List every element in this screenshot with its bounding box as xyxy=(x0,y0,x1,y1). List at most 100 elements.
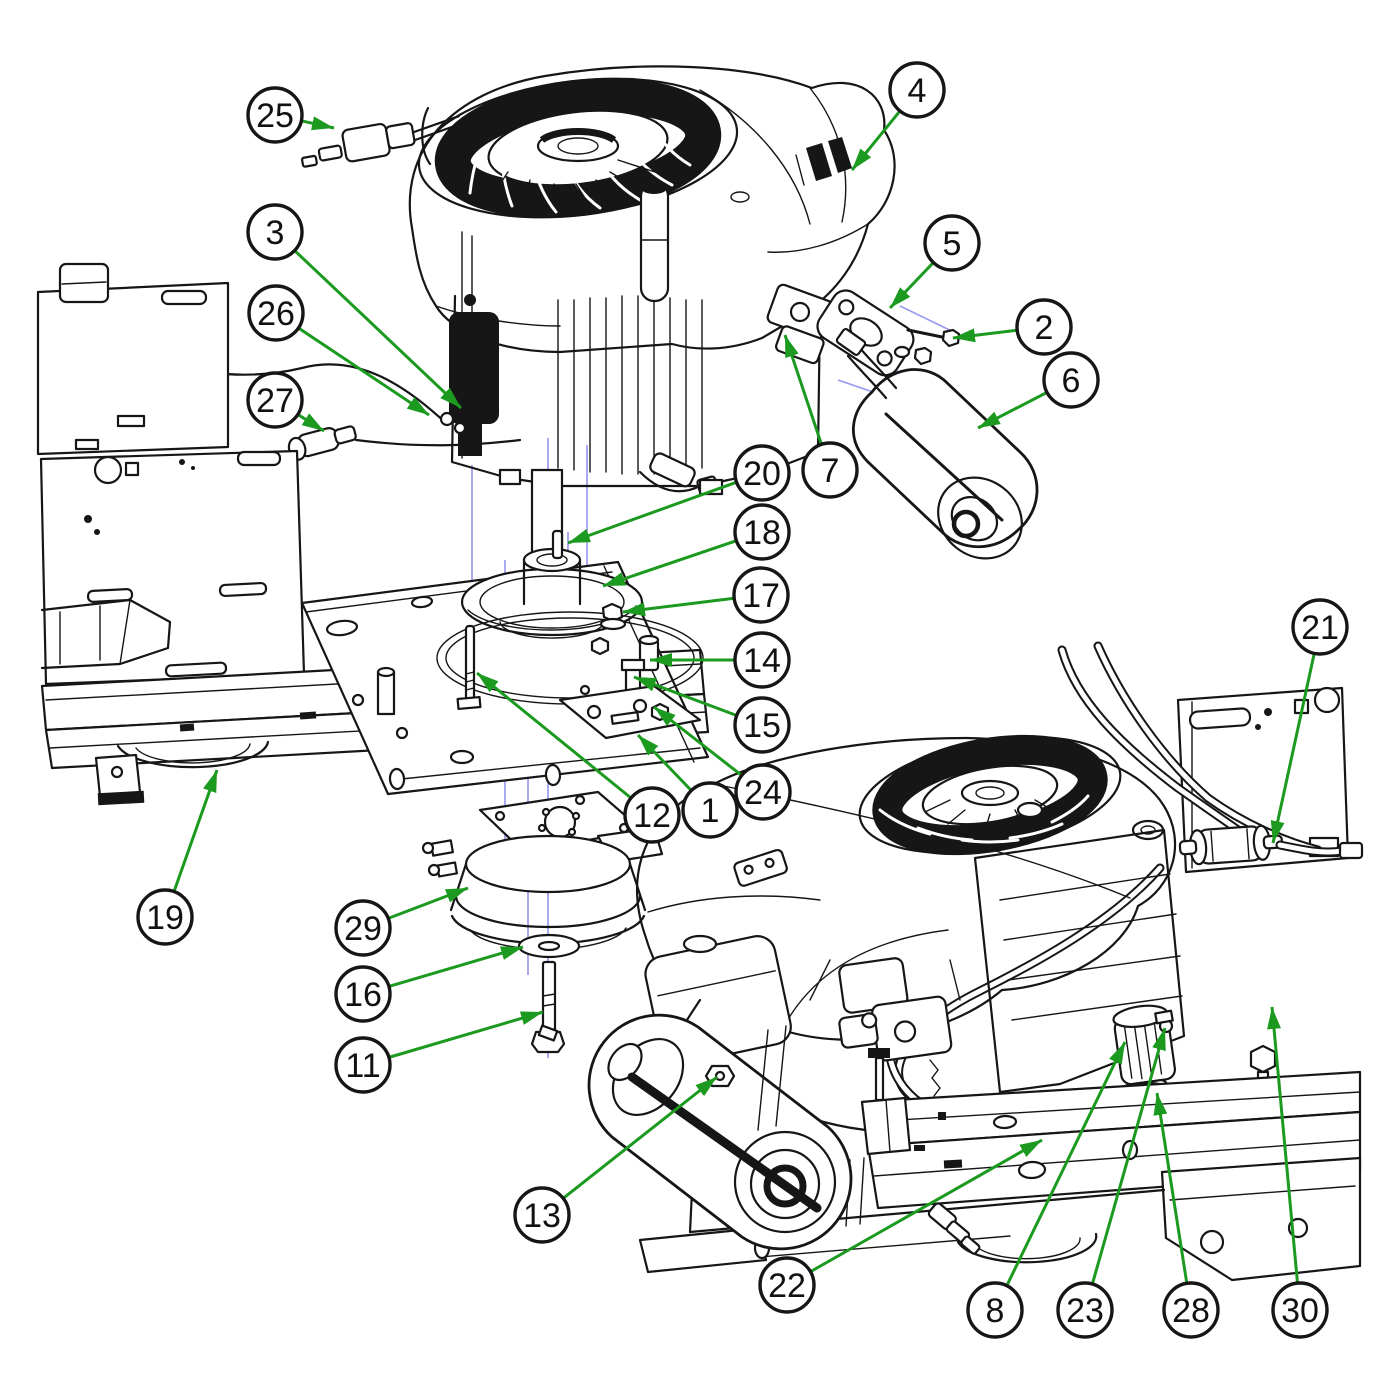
starter-motor xyxy=(449,312,499,424)
balloon-number-30: 30 xyxy=(1281,1292,1319,1330)
balloon-number-27: 27 xyxy=(256,382,294,420)
leader-line-8 xyxy=(1005,1041,1127,1287)
callout-balloon-24: 24 xyxy=(734,763,792,821)
balloon-number-12: 12 xyxy=(633,797,671,835)
balloon-circle-18 xyxy=(733,503,791,561)
balloon-circle-8 xyxy=(966,1281,1024,1339)
balloon-circle-14 xyxy=(733,631,791,689)
balloon-circle-5 xyxy=(923,214,981,272)
top-engine-view xyxy=(86,65,1039,566)
callout-balloon-19: 19 xyxy=(136,888,194,946)
fuel-solenoid xyxy=(300,115,462,168)
callout-balloon-5: 5 xyxy=(923,214,981,272)
balloon-number-15: 15 xyxy=(743,707,781,745)
callout-balloon-30: 30 xyxy=(1271,1281,1329,1339)
muffler-top xyxy=(835,328,1039,560)
balloon-number-13: 13 xyxy=(523,1197,561,1235)
balloon-number-5: 5 xyxy=(943,225,962,263)
balloon-circle-29 xyxy=(334,899,392,957)
balloon-number-14: 14 xyxy=(743,642,781,680)
spark-plug-cap xyxy=(287,425,357,461)
callout-balloon-21: 21 xyxy=(1291,598,1349,656)
oil-fill-tube xyxy=(639,181,670,303)
callout-balloon-23: 23 xyxy=(1056,1281,1114,1339)
balloon-circle-6 xyxy=(1042,351,1100,409)
callout-balloon-20: 20 xyxy=(733,444,791,502)
callout-balloon-29: 29 xyxy=(334,899,392,957)
balloon-circle-16 xyxy=(334,965,392,1023)
drain-valve xyxy=(927,1202,981,1255)
callout-balloon-15: 15 xyxy=(733,696,791,754)
callout-balloon-17: 17 xyxy=(732,566,790,624)
callout-balloon-3: 3 xyxy=(246,203,304,261)
balloon-circle-24 xyxy=(734,763,792,821)
leader-line-7 xyxy=(783,334,823,445)
callout-balloon-4: 4 xyxy=(888,61,946,119)
balloon-circle-26 xyxy=(247,284,305,342)
leader-line-3 xyxy=(293,249,463,410)
balloon-number-7: 7 xyxy=(821,452,840,490)
balloon-circle-11 xyxy=(334,1036,392,1094)
balloon-circle-30 xyxy=(1271,1281,1329,1339)
carburetor-lower xyxy=(838,957,953,1062)
callout-balloon-22: 22 xyxy=(758,1256,816,1314)
callout-balloon-7: 7 xyxy=(801,441,859,499)
leader-line-24 xyxy=(653,705,743,777)
installed-engine-view xyxy=(537,641,1364,1282)
balloon-circle-12 xyxy=(623,786,681,844)
balloon-circle-17 xyxy=(732,566,790,624)
callout-balloon-12: 12 xyxy=(623,786,681,844)
balloon-circle-22 xyxy=(758,1256,816,1314)
muffler-installed xyxy=(537,1013,853,1251)
leader-line-16 xyxy=(388,945,524,988)
leader-line-25 xyxy=(301,116,335,131)
balloon-number-11: 11 xyxy=(345,1047,380,1085)
balloon-circle-7 xyxy=(801,441,859,499)
callout-balloon-1: 1 xyxy=(681,781,739,839)
callout-balloon-28: 28 xyxy=(1162,1281,1220,1339)
balloon-circle-1 xyxy=(681,781,739,839)
balloon-circle-25 xyxy=(246,86,304,144)
balloon-number-4: 4 xyxy=(908,72,927,110)
carburetor xyxy=(766,283,961,377)
balloon-number-28: 28 xyxy=(1172,1292,1210,1330)
callout-balloon-25: 25 xyxy=(246,86,304,144)
balloon-number-22: 22 xyxy=(768,1267,806,1305)
balloon-number-19: 19 xyxy=(146,899,184,937)
leader-line-2 xyxy=(952,328,1018,343)
callout-balloon-27: 27 xyxy=(246,371,304,429)
leader-line-22 xyxy=(809,1138,1043,1273)
leader-line-19 xyxy=(172,769,219,893)
callout-balloon-2: 2 xyxy=(1015,298,1073,356)
deck-plate xyxy=(300,529,710,796)
shaft-key xyxy=(551,529,564,560)
leader-line-4 xyxy=(850,110,902,171)
leader-line-23 xyxy=(1090,1027,1167,1285)
balloon-circle-3 xyxy=(246,203,304,261)
callout-balloon-14: 14 xyxy=(733,631,791,689)
balloon-circle-15 xyxy=(733,696,791,754)
leader-line-15 xyxy=(633,675,738,717)
callout-balloon-26: 26 xyxy=(247,284,305,342)
leader-line-27 xyxy=(297,413,325,433)
balloon-number-26: 26 xyxy=(257,295,295,333)
leader-line-11 xyxy=(388,1010,544,1059)
balloon-circle-2 xyxy=(1015,298,1073,356)
balloon-number-21: 21 xyxy=(1301,609,1339,647)
callout-balloon-16: 16 xyxy=(334,965,392,1023)
balloon-circle-23 xyxy=(1056,1281,1114,1339)
balloon-circle-20 xyxy=(733,444,791,502)
leader-lines xyxy=(172,110,1316,1287)
balloon-number-8: 8 xyxy=(986,1292,1005,1330)
leader-line-26 xyxy=(297,326,430,417)
balloon-circle-19 xyxy=(136,888,194,946)
balloon-circle-27 xyxy=(246,371,304,429)
callout-balloon-8: 8 xyxy=(966,1281,1024,1339)
left-frame xyxy=(36,262,710,806)
leader-line-13 xyxy=(562,1075,718,1200)
frame-rails xyxy=(638,1048,1362,1282)
callout-balloon-6: 6 xyxy=(1042,351,1100,409)
leader-line-1 xyxy=(636,733,693,792)
